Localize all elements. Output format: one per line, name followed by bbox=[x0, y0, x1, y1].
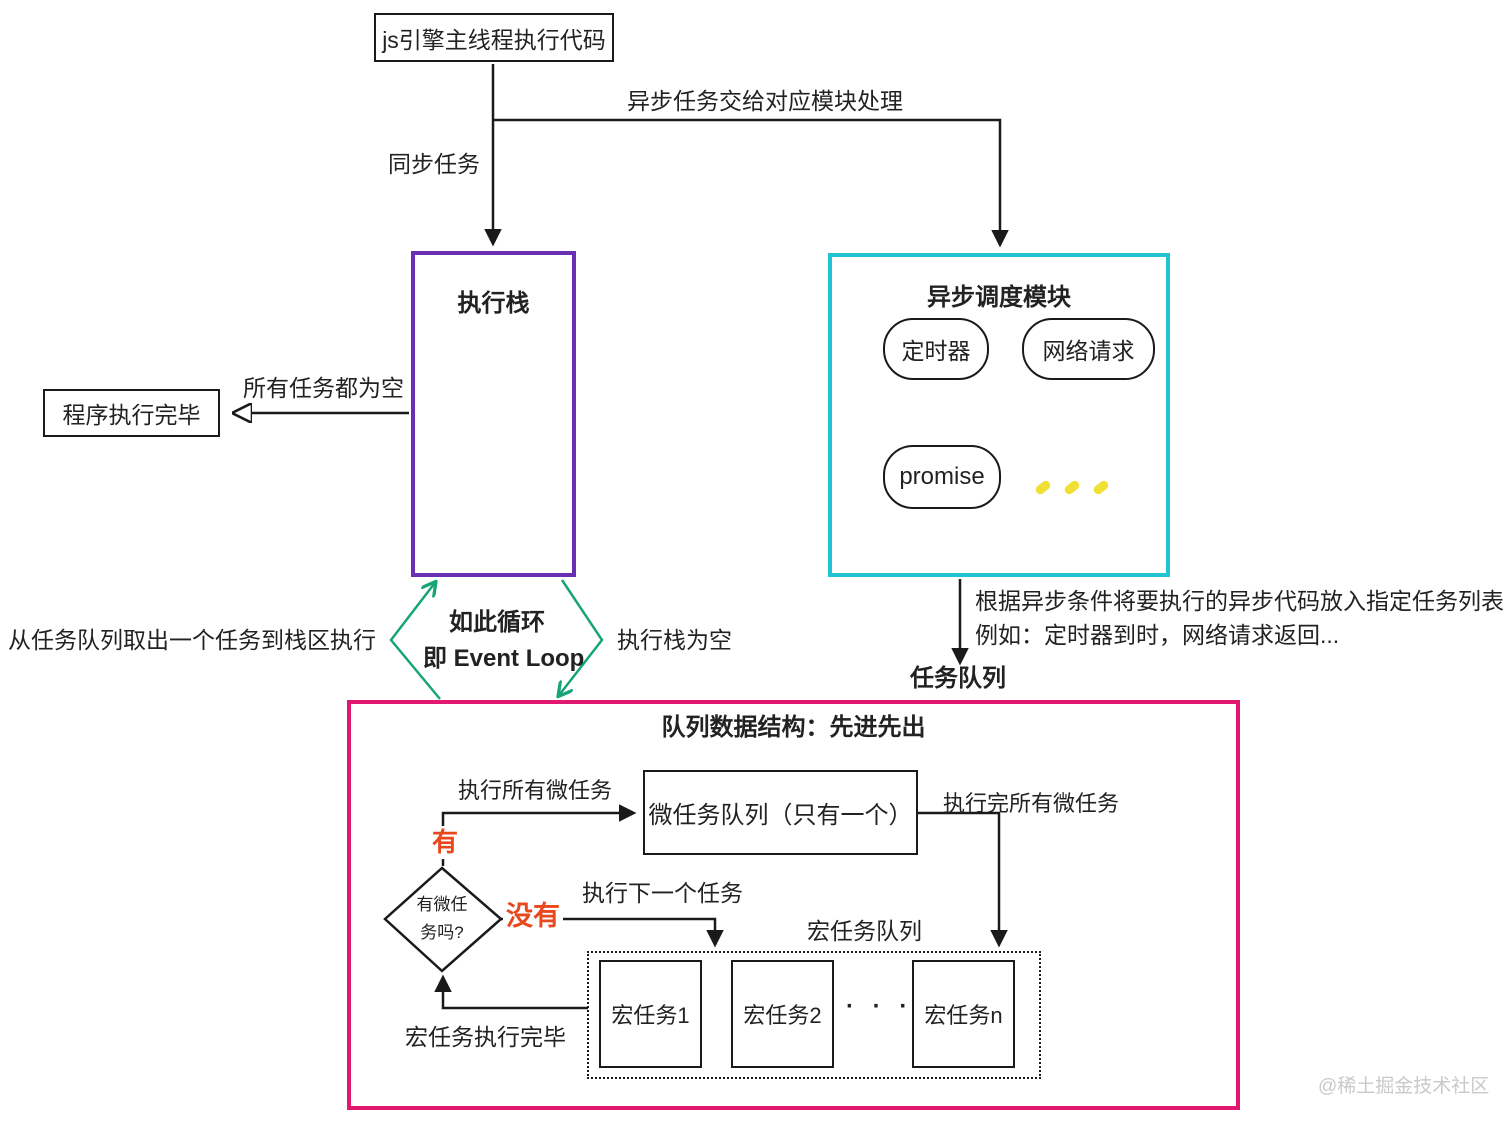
event-loop-caption-line1: 如此循环 bbox=[449, 609, 545, 636]
diamond-text-line2: 务吗? bbox=[420, 923, 464, 942]
edge-macro-return-to-diamond bbox=[434, 974, 588, 1010]
yellow-dot-icon bbox=[1091, 479, 1111, 496]
edge-label-yes: 有 bbox=[429, 826, 462, 859]
node-macro-task-2: 宏任务2 bbox=[731, 960, 834, 1068]
macro-queue-label: 宏任务队列 bbox=[807, 918, 922, 944]
note-line1: 根据异步条件将要执行的异步代码放入指定任务列表 bbox=[975, 588, 1504, 614]
edge-loop-queue-to-stack bbox=[389, 584, 441, 700]
event-loop-caption-line2: 即 Event Loop bbox=[423, 645, 585, 672]
node-macro-queue-container bbox=[587, 951, 1041, 1079]
queue-structure-title: 队列数据结构：先进先出 bbox=[661, 714, 926, 741]
edge-label-run-all-micro: 执行所有微任务 bbox=[458, 778, 613, 803]
node-async-module: 异步调度模块 bbox=[828, 253, 1170, 577]
yellow-dot-icon bbox=[1033, 479, 1053, 496]
diamond-has-microtask bbox=[383, 866, 503, 973]
node-main-thread: js引擎主线程执行代码 bbox=[374, 13, 614, 62]
yellow-dot-icon bbox=[1062, 479, 1082, 496]
node-promise-pill: promise bbox=[883, 445, 1001, 509]
macro-dots: · · · bbox=[846, 993, 914, 1020]
node-timer-pill: 定时器 bbox=[883, 318, 989, 380]
edge-label-sync-tasks: 同步任务 bbox=[388, 151, 480, 177]
edge-label-all-tasks-empty: 所有任务都为空 bbox=[243, 375, 404, 401]
watermark: @稀土掘金技术社区 bbox=[1318, 1076, 1490, 1097]
node-macro-task-n: 宏任务n bbox=[912, 960, 1015, 1068]
node-program-done: 程序执行完毕 bbox=[43, 389, 220, 437]
node-macro-task-1: 宏任务1 bbox=[599, 960, 702, 1068]
edge-label-next-task: 执行下一个任务 bbox=[582, 880, 743, 906]
edge-diamond-to-next-macro bbox=[501, 917, 724, 948]
edge-main-to-async-module bbox=[493, 118, 1009, 248]
node-network-pill: 网络请求 bbox=[1022, 318, 1155, 380]
edge-loop-stack-to-queue bbox=[560, 579, 604, 694]
diamond-text-line1: 有微任 bbox=[416, 895, 468, 914]
node-microtask-queue: 微任务队列（只有一个） bbox=[643, 770, 918, 855]
task-queue-label: 任务队列 bbox=[910, 665, 1006, 692]
edge-label-no: 没有 bbox=[503, 900, 563, 934]
node-task-queue-container bbox=[347, 700, 1240, 1110]
edge-label-async-branch: 异步任务交给对应模块处理 bbox=[627, 88, 903, 114]
edge-label-macro-done: 宏任务执行完毕 bbox=[405, 1024, 566, 1050]
ellipsis-dots-icon bbox=[1033, 470, 1122, 499]
node-execution-stack: 执行栈 bbox=[411, 251, 576, 577]
edge-label-micro-done: 执行完所有微任务 bbox=[943, 791, 1120, 816]
note-line2: 例如：定时器到时，网络请求返回... bbox=[975, 622, 1340, 648]
edge-label-stack-empty: 执行栈为空 bbox=[617, 627, 732, 653]
edge-micro-to-macro-queue bbox=[918, 811, 1008, 948]
edge-label-take-task: 从任务队列取出一个任务到栈区执行 bbox=[8, 627, 376, 653]
